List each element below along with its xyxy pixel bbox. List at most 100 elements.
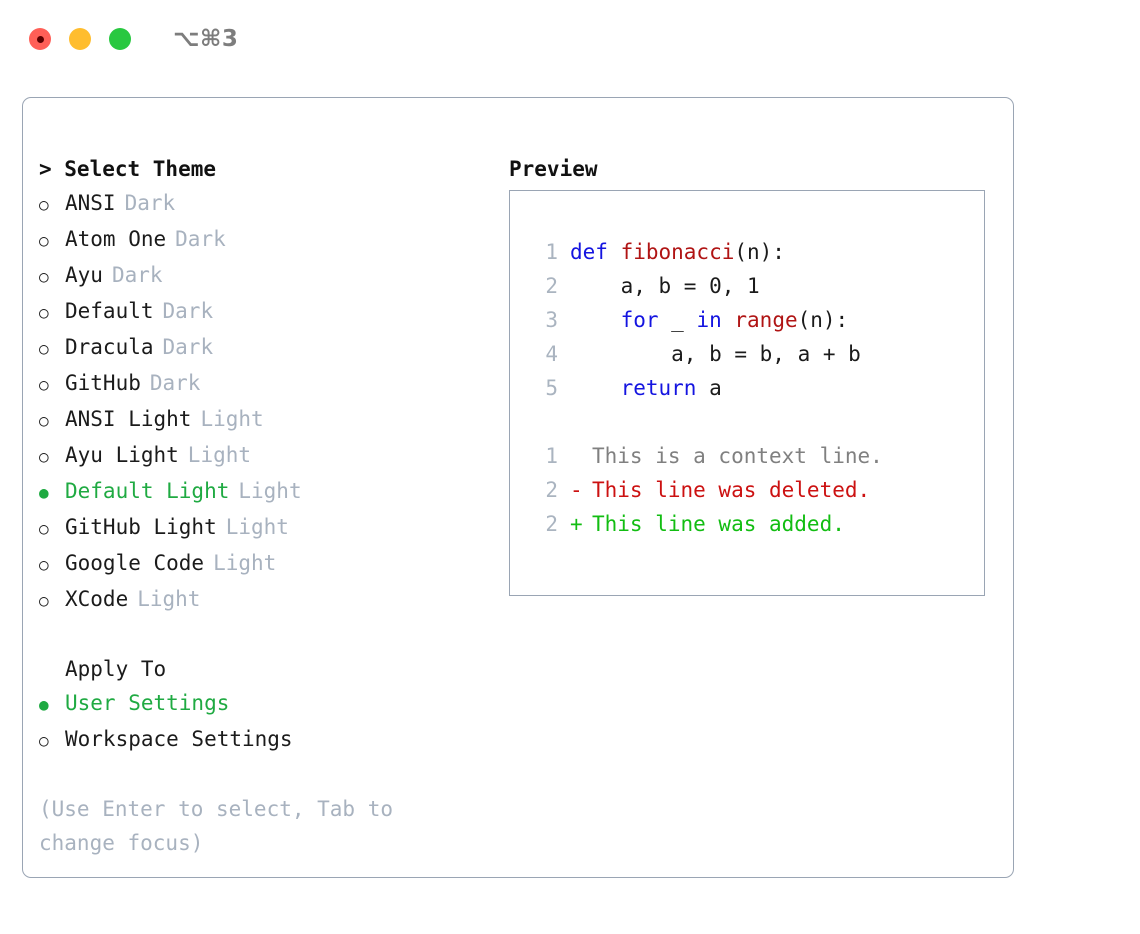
radio-unselected-icon: ○ — [39, 303, 49, 322]
minimize-button[interactable] — [69, 28, 91, 50]
radio-unselected-icon: ○ — [39, 231, 49, 250]
theme-name: Google Code — [65, 551, 205, 575]
theme-name: Ayu Light — [65, 443, 179, 467]
theme-name: GitHub — [65, 371, 141, 395]
traffic-lights — [29, 28, 131, 50]
line-number: 2 — [545, 512, 558, 536]
diff-text: This line was deleted. — [592, 478, 871, 502]
line-number: 1 — [545, 444, 558, 468]
theme-category-tag: Light — [187, 443, 252, 467]
code-token: a, b = b, a + b — [570, 342, 861, 366]
code-token: (n): — [734, 240, 785, 264]
theme-category-tag: Light — [225, 515, 289, 539]
code-token: _ — [671, 308, 697, 332]
theme-category-tag: Dark — [149, 371, 201, 395]
apply-to-item[interactable]: ○ Workspace Settings — [39, 722, 509, 758]
diff-line: 2 + This line was added. — [528, 507, 984, 541]
diff-line: 1 This is a context line. — [528, 439, 984, 473]
shortcut-label: ⌥⌘3 — [173, 26, 239, 52]
theme-category-tag: Dark — [111, 263, 163, 287]
radio-unselected-icon: ○ — [39, 195, 49, 214]
preview-header: Preview — [509, 157, 598, 181]
apply-to-name: Workspace Settings — [65, 727, 293, 751]
theme-list-item[interactable]: ○ Ayu Dark — [39, 258, 509, 294]
code-token: return — [620, 376, 710, 400]
theme-category-tag: Light — [200, 407, 264, 431]
list-spacer — [39, 618, 509, 652]
theme-name: Default — [65, 299, 154, 323]
theme-list-item[interactable]: ○ Ayu Light Light — [39, 438, 509, 474]
theme-list-item[interactable]: ○ ANSI Dark — [39, 186, 509, 222]
theme-category-tag: Light — [238, 479, 302, 503]
radio-unselected-icon: ○ — [39, 731, 49, 750]
maximize-button[interactable] — [109, 28, 131, 50]
code-token: a — [709, 376, 722, 400]
theme-category-tag: Dark — [124, 191, 176, 215]
code-token: range — [734, 308, 798, 332]
apply-to-label: Apply To — [65, 657, 167, 681]
apply-to-list[interactable]: ●User Settings ○ Workspace Settings — [39, 686, 509, 758]
radio-unselected-icon: ○ — [39, 591, 49, 610]
radio-unselected-icon: ○ — [39, 447, 49, 466]
line-number: 3 — [545, 308, 558, 332]
code-token: def — [570, 240, 621, 264]
keyboard-hint: (Use Enter to select, Tab to change focu… — [39, 797, 406, 855]
radio-unselected-icon: ○ — [39, 411, 49, 430]
theme-name: ANSI Light — [65, 407, 192, 431]
code-line: 4 a, b = b, a + b — [528, 337, 984, 371]
code-token: for — [620, 308, 672, 332]
code-token — [570, 303, 621, 337]
radio-selected-icon: ● — [39, 483, 49, 502]
radio-unselected-icon: ○ — [39, 267, 49, 286]
line-number: 2 — [545, 274, 558, 298]
code-line: 5 return a — [528, 371, 984, 405]
theme-list-item[interactable]: ○ GitHub Dark — [39, 366, 509, 402]
close-button[interactable] — [29, 28, 51, 50]
theme-name: Dracula — [65, 335, 154, 359]
radio-unselected-icon: ○ — [39, 339, 49, 358]
apply-to-indent — [39, 652, 65, 686]
apply-to-item[interactable]: ●User Settings — [39, 686, 509, 722]
code-token: a, b = 0, 1 — [570, 274, 760, 298]
theme-category-tag: Light — [137, 587, 201, 611]
diff-text: This is a context line. — [592, 444, 883, 468]
code-line: 2 a, b = 0, 1 — [528, 269, 984, 303]
code-line: 1 def fibonacci(n): — [528, 235, 984, 269]
line-number: 2 — [545, 478, 558, 502]
line-number: 1 — [545, 240, 558, 264]
radio-selected-icon: ● — [39, 695, 49, 714]
diff-text: This line was added. — [592, 512, 845, 536]
code-token: fibonacci — [620, 240, 735, 264]
theme-name: XCode — [65, 587, 129, 611]
line-number: 5 — [545, 376, 558, 400]
radio-unselected-icon: ○ — [39, 375, 49, 394]
theme-name: Atom One — [65, 227, 167, 251]
code-diff-separator — [528, 405, 984, 439]
diff-sample: 1 This is a context line.2-This line was… — [528, 439, 984, 541]
theme-name: ANSI — [65, 191, 116, 215]
diff-line: 2-This line was deleted. — [528, 473, 984, 507]
radio-unselected-icon: ○ — [39, 555, 49, 574]
theme-list-item[interactable]: ○ ANSI Light Light — [39, 402, 509, 438]
theme-list-item[interactable]: ○ XCode Light — [39, 582, 509, 618]
diff-marker — [570, 439, 582, 473]
code-line: 3 for _ in range(n): — [528, 303, 984, 337]
theme-name: Ayu — [65, 263, 103, 287]
apply-to-header: Apply To — [39, 652, 509, 686]
code-token: (n): — [797, 308, 849, 332]
diff-marker: + — [570, 512, 583, 536]
code-token — [570, 371, 621, 405]
line-number: 4 — [545, 342, 558, 366]
theme-name: GitHub Light — [65, 515, 217, 539]
